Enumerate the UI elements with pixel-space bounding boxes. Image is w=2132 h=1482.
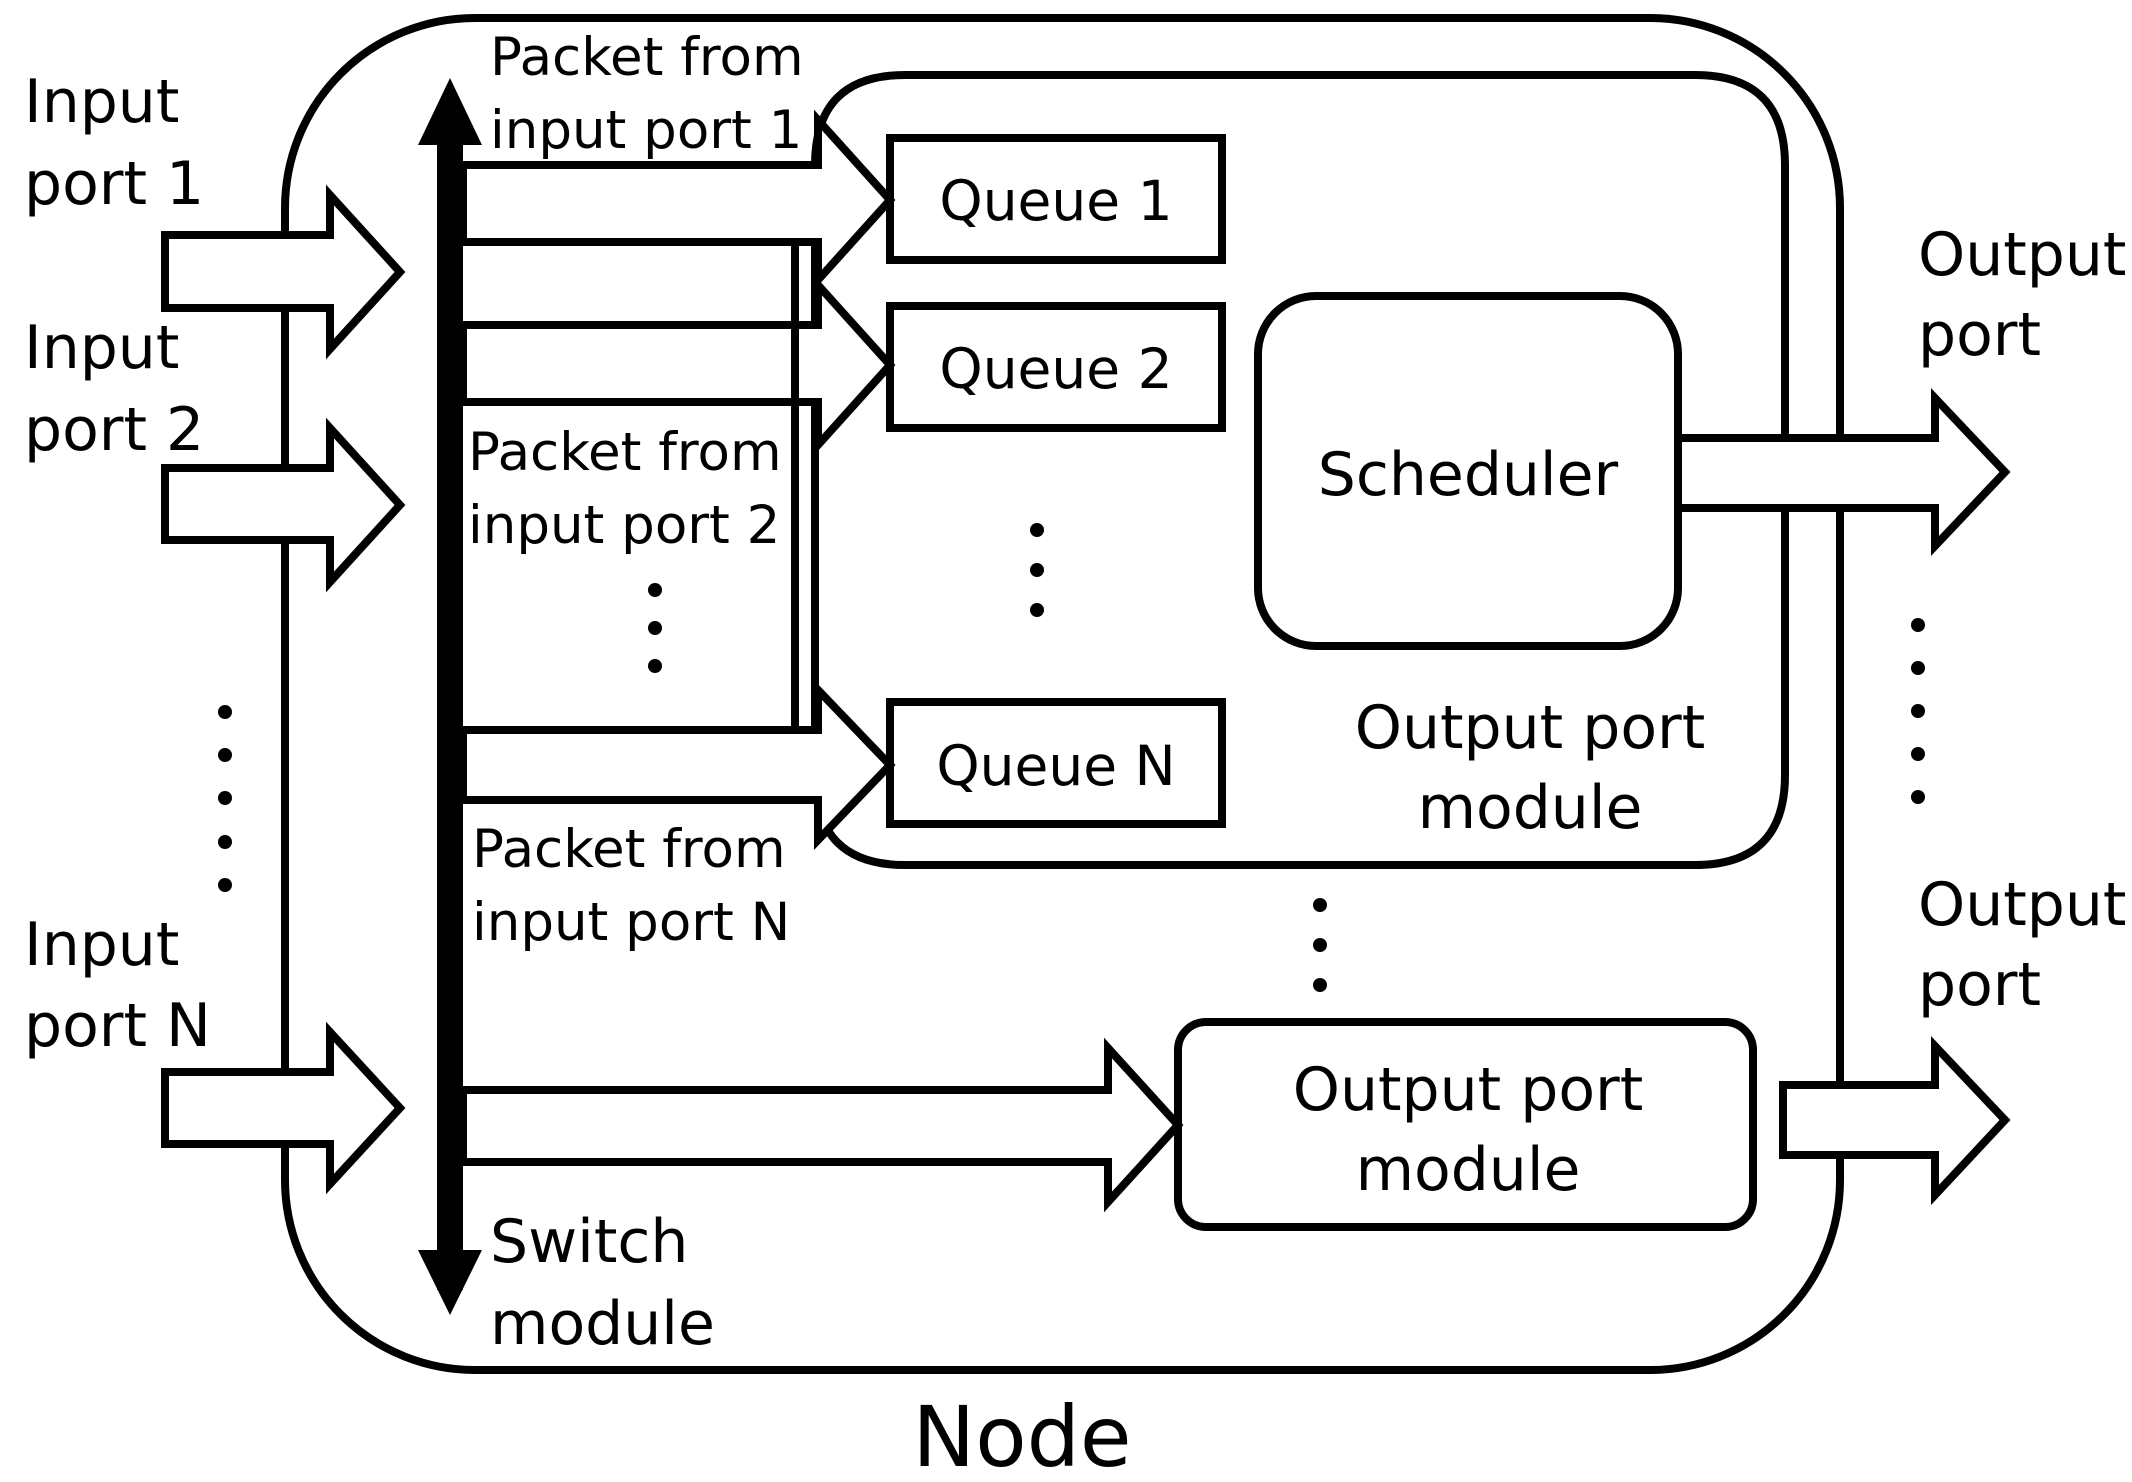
output-port-2-label-line2: port xyxy=(1918,950,2041,1020)
input-port-n-arrow xyxy=(161,1021,406,1195)
node-label: Node xyxy=(912,1388,1131,1482)
dot xyxy=(1313,898,1327,912)
dot xyxy=(648,621,662,635)
dot xyxy=(1030,603,1044,617)
output-port-module-1-label-line2: module xyxy=(1418,773,1643,843)
dot xyxy=(648,583,662,597)
output-port-2-label-line1: Output xyxy=(1918,870,2126,940)
switch-module-label-line2: module xyxy=(490,1289,715,1359)
input-port-n-label-line1: Input xyxy=(24,910,179,980)
input-port-2-arrow xyxy=(161,417,406,593)
input-port-2-label-line1: Input xyxy=(24,313,179,383)
node-container xyxy=(281,14,1844,1374)
scheduler-label: Scheduler xyxy=(1318,440,1619,510)
dot xyxy=(218,878,232,892)
output-port-2-arrow xyxy=(1779,1035,2011,1206)
switch-to-output-module-arrow xyxy=(459,1037,1184,1213)
switch-module-bus xyxy=(418,78,482,1315)
dot xyxy=(1030,563,1044,577)
output-port-module-1-label-line1: Output port xyxy=(1355,693,1705,763)
dot xyxy=(218,748,232,762)
packet-2-label-line2: input port 2 xyxy=(468,495,780,556)
dot xyxy=(1911,790,1925,804)
packet-2-label-line1: Packet from xyxy=(468,422,782,483)
queue-1-label: Queue 1 xyxy=(939,169,1172,233)
dot xyxy=(218,835,232,849)
input-port-n-label-line2: port N xyxy=(24,991,211,1061)
packet-n-label-line1: Packet from xyxy=(472,819,786,880)
dot xyxy=(1911,747,1925,761)
queue-1-box xyxy=(886,134,1226,264)
dot xyxy=(218,791,232,805)
input-port-1-label-line2: port 1 xyxy=(24,149,204,219)
output-port-1-label-line2: port xyxy=(1918,300,2041,370)
dot xyxy=(1313,978,1327,992)
queue-2-box xyxy=(886,302,1226,432)
input-port-1-label-line1: Input xyxy=(24,67,179,137)
input-port-1-arrow xyxy=(161,184,406,360)
packet-n-label-line2: input port N xyxy=(472,892,790,953)
output-port-1-label-line1: Output xyxy=(1918,220,2126,290)
output-port-1-arrow xyxy=(1674,387,2011,557)
packet-1-label-line1: Packet from xyxy=(490,27,804,88)
dot xyxy=(1911,704,1925,718)
switch-module-label-line1: Switch xyxy=(490,1207,688,1277)
queue-2-label: Queue 2 xyxy=(939,337,1172,401)
dot xyxy=(218,705,232,719)
dot xyxy=(1313,938,1327,952)
ellipsis-dots xyxy=(218,523,1925,992)
dot xyxy=(648,659,662,673)
input-port-2-label-line2: port 2 xyxy=(24,395,204,465)
packet-2-to-queue-2-arrow xyxy=(459,274,896,456)
dot xyxy=(1911,661,1925,675)
output-port-module-2-label-line2: module xyxy=(1356,1135,1581,1205)
output-port-module-2-label-line1: Output port xyxy=(1293,1055,1643,1125)
dot xyxy=(1911,618,1925,632)
packet-n-to-queue-n-arrow xyxy=(459,680,896,850)
queue-n-label: Queue N xyxy=(936,734,1175,798)
packet-1-label-line2: input port 1 xyxy=(490,100,802,161)
dot xyxy=(1030,523,1044,537)
